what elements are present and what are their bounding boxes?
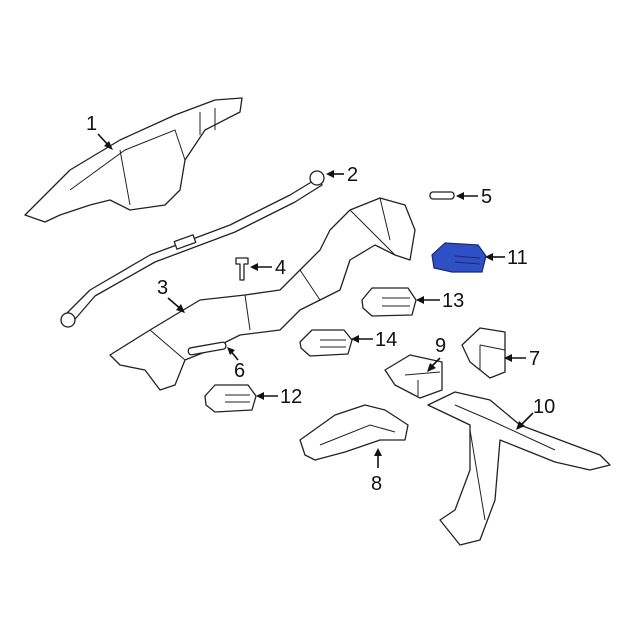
callout-9: 9 <box>427 335 446 372</box>
part-1-defroster-duct <box>24 97 243 223</box>
callout-label: 14 <box>375 329 397 351</box>
callout-13: 13 <box>416 290 464 312</box>
callout-label: 12 <box>280 386 302 408</box>
callout-label: 2 <box>347 164 358 186</box>
callout-4: 4 <box>250 257 286 279</box>
callout-14: 14 <box>351 329 397 351</box>
part-12-vent <box>204 384 257 413</box>
callout-label: 3 <box>157 277 168 299</box>
part-9-vent-connector <box>384 354 443 399</box>
part-8-floor-duct <box>299 404 409 461</box>
callout-label: 9 <box>435 335 446 357</box>
callout-6: 6 <box>227 347 245 382</box>
part-14-vent <box>299 329 353 357</box>
part-11-highlighted-vent <box>431 242 487 273</box>
callout-2: 2 <box>326 164 358 186</box>
callout-3: 3 <box>157 277 185 313</box>
callout-label: 10 <box>533 396 555 418</box>
callout-8: 8 <box>371 448 382 495</box>
callout-label: 13 <box>442 290 464 312</box>
part-4-clip <box>235 257 249 281</box>
callout-label: 8 <box>371 473 382 495</box>
callout-label: 6 <box>234 360 245 382</box>
part-3-main-duct <box>109 197 416 391</box>
callout-10: 10 <box>516 396 555 430</box>
callout-5: 5 <box>456 186 492 208</box>
part-2-support-bar <box>60 170 325 328</box>
callout-11: 11 <box>485 247 528 269</box>
callout-label: 11 <box>507 247 528 269</box>
callout-label: 4 <box>275 257 286 279</box>
part-5-pin <box>429 191 455 200</box>
callout-label: 5 <box>481 186 492 208</box>
callout-label: 1 <box>86 113 97 135</box>
part-6-pin <box>187 341 227 356</box>
callout-12: 12 <box>256 386 302 408</box>
callout-label: 7 <box>529 348 540 370</box>
highlighted-part-shape <box>431 242 487 273</box>
part-7-duct-adapter <box>461 327 506 379</box>
part-13-vent <box>361 287 417 317</box>
callout-7: 7 <box>504 348 540 370</box>
part-10-rear-duct <box>427 391 611 546</box>
callout-1: 1 <box>86 113 113 150</box>
